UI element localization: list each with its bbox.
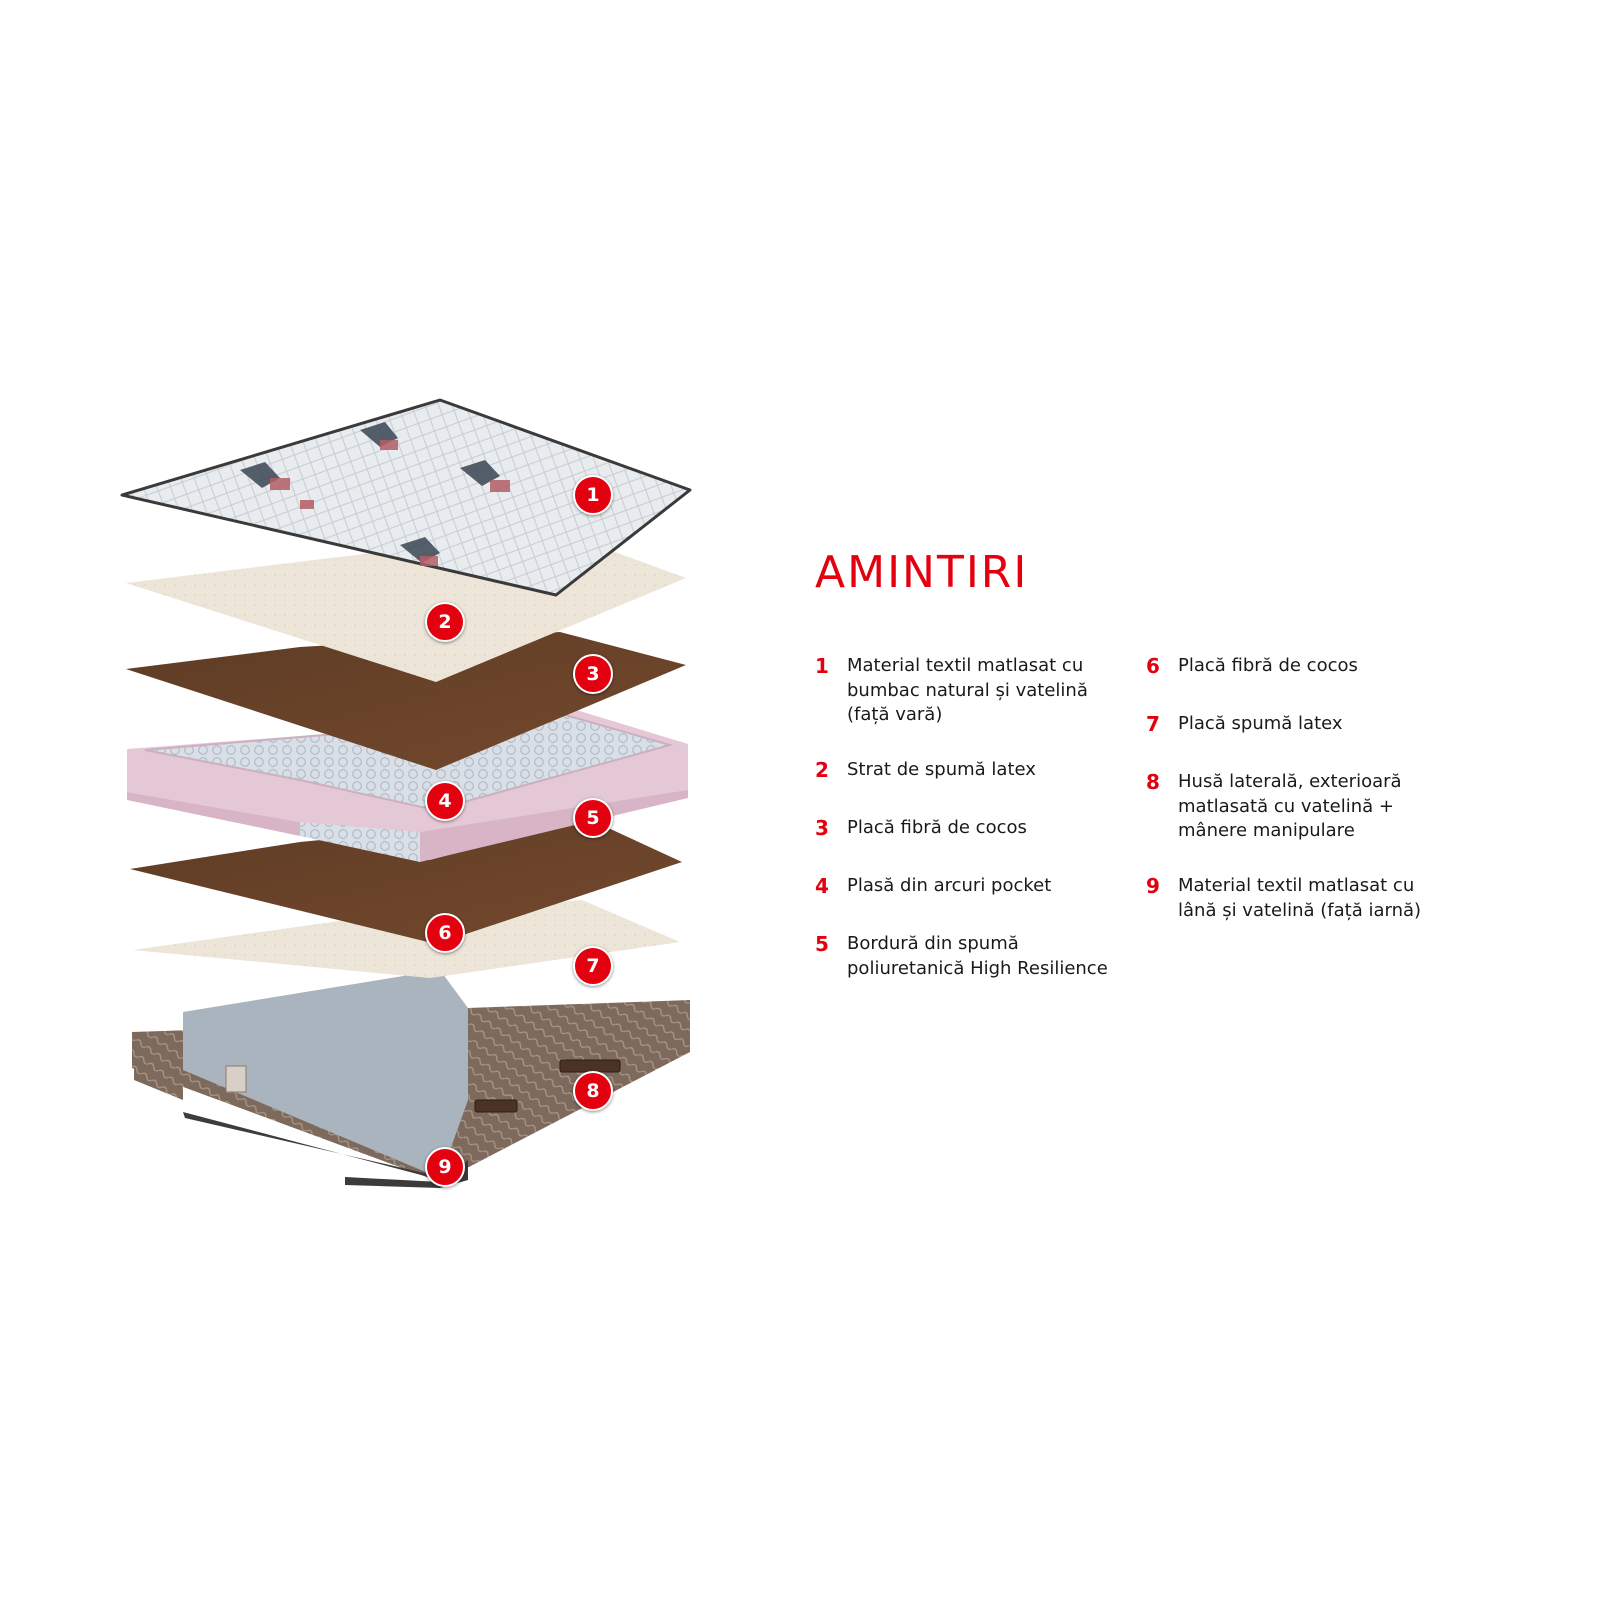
mattress-layers-illustration — [120, 398, 692, 1188]
legend-item-9: 9 Material textil matlasat cu lână și va… — [1146, 874, 1448, 923]
legend-column-left: 1 Material textil matlasat cu bumbac nat… — [815, 654, 1112, 981]
legend-item-2: 2 Strat de spumă latex — [815, 758, 1112, 816]
legend-number: 6 — [1146, 654, 1160, 678]
layer-8-side-cover-handles — [225, 1059, 621, 1113]
legend-number: 7 — [1146, 712, 1160, 736]
marker-4: 4 — [425, 781, 465, 821]
legend-text: Placă spumă latex — [1178, 713, 1343, 734]
marker-9: 9 — [425, 1147, 465, 1187]
legend-item-4: 4 Plasă din arcuri pocket — [815, 874, 1112, 932]
product-title: AMINTIRI — [815, 547, 1029, 598]
legend-text: Material textil matlasat cu bumbac natur… — [847, 655, 1088, 725]
legend-number: 4 — [815, 874, 829, 898]
legend-number: 9 — [1146, 874, 1160, 898]
layer-7-latex — [133, 900, 680, 978]
marker-6: 6 — [425, 913, 465, 953]
legend-text: Placă fibră de cocos — [847, 817, 1027, 838]
legend-text: Strat de spumă latex — [847, 759, 1036, 780]
legend-number: 3 — [815, 816, 829, 840]
layer-4-5-spring-core — [127, 705, 688, 862]
legend-text: Placă fibră de cocos — [1178, 655, 1358, 676]
legend-item-5: 5 Bordură din spumă poliuretanică High R… — [815, 932, 1112, 981]
layer-9-winter-side — [132, 970, 690, 1188]
legend-text: Husă laterală, exterioară matlasată cu v… — [1178, 771, 1402, 841]
legend-text: Bordură din spumă poliuretanică High Res… — [847, 933, 1108, 979]
layer-1-summer-quilt — [120, 398, 692, 597]
legend-item-3: 3 Placă fibră de cocos — [815, 816, 1112, 874]
legend-item-6: 6 Placă fibră de cocos — [1146, 654, 1448, 712]
marker-2: 2 — [425, 602, 465, 642]
legend-item-8: 8 Husă laterală, exterioară matlasată cu… — [1146, 770, 1448, 874]
legend-column-right: 6 Placă fibră de cocos 7 Placă spumă lat… — [1146, 654, 1448, 923]
mattress-exploded-diagram: 1 2 3 4 5 6 7 8 9 — [0, 0, 760, 1600]
marker-8: 8 — [573, 1071, 613, 1111]
legend-text: Plasă din arcuri pocket — [847, 875, 1052, 896]
marker-5: 5 — [573, 798, 613, 838]
marker-7: 7 — [573, 946, 613, 986]
legend-item-7: 7 Placă spumă latex — [1146, 712, 1448, 770]
legend-number: 2 — [815, 758, 829, 782]
legend-number: 5 — [815, 932, 829, 956]
legend-text: Material textil matlasat cu lână și vate… — [1178, 875, 1422, 921]
legend-item-1: 1 Material textil matlasat cu bumbac nat… — [815, 654, 1112, 758]
legend-number: 1 — [815, 654, 829, 678]
layer-6-coconut-fiber — [130, 815, 682, 944]
marker-3: 3 — [573, 654, 613, 694]
marker-1: 1 — [573, 475, 613, 515]
layer-3-coconut-fiber — [126, 632, 686, 770]
legend-number: 8 — [1146, 770, 1160, 794]
